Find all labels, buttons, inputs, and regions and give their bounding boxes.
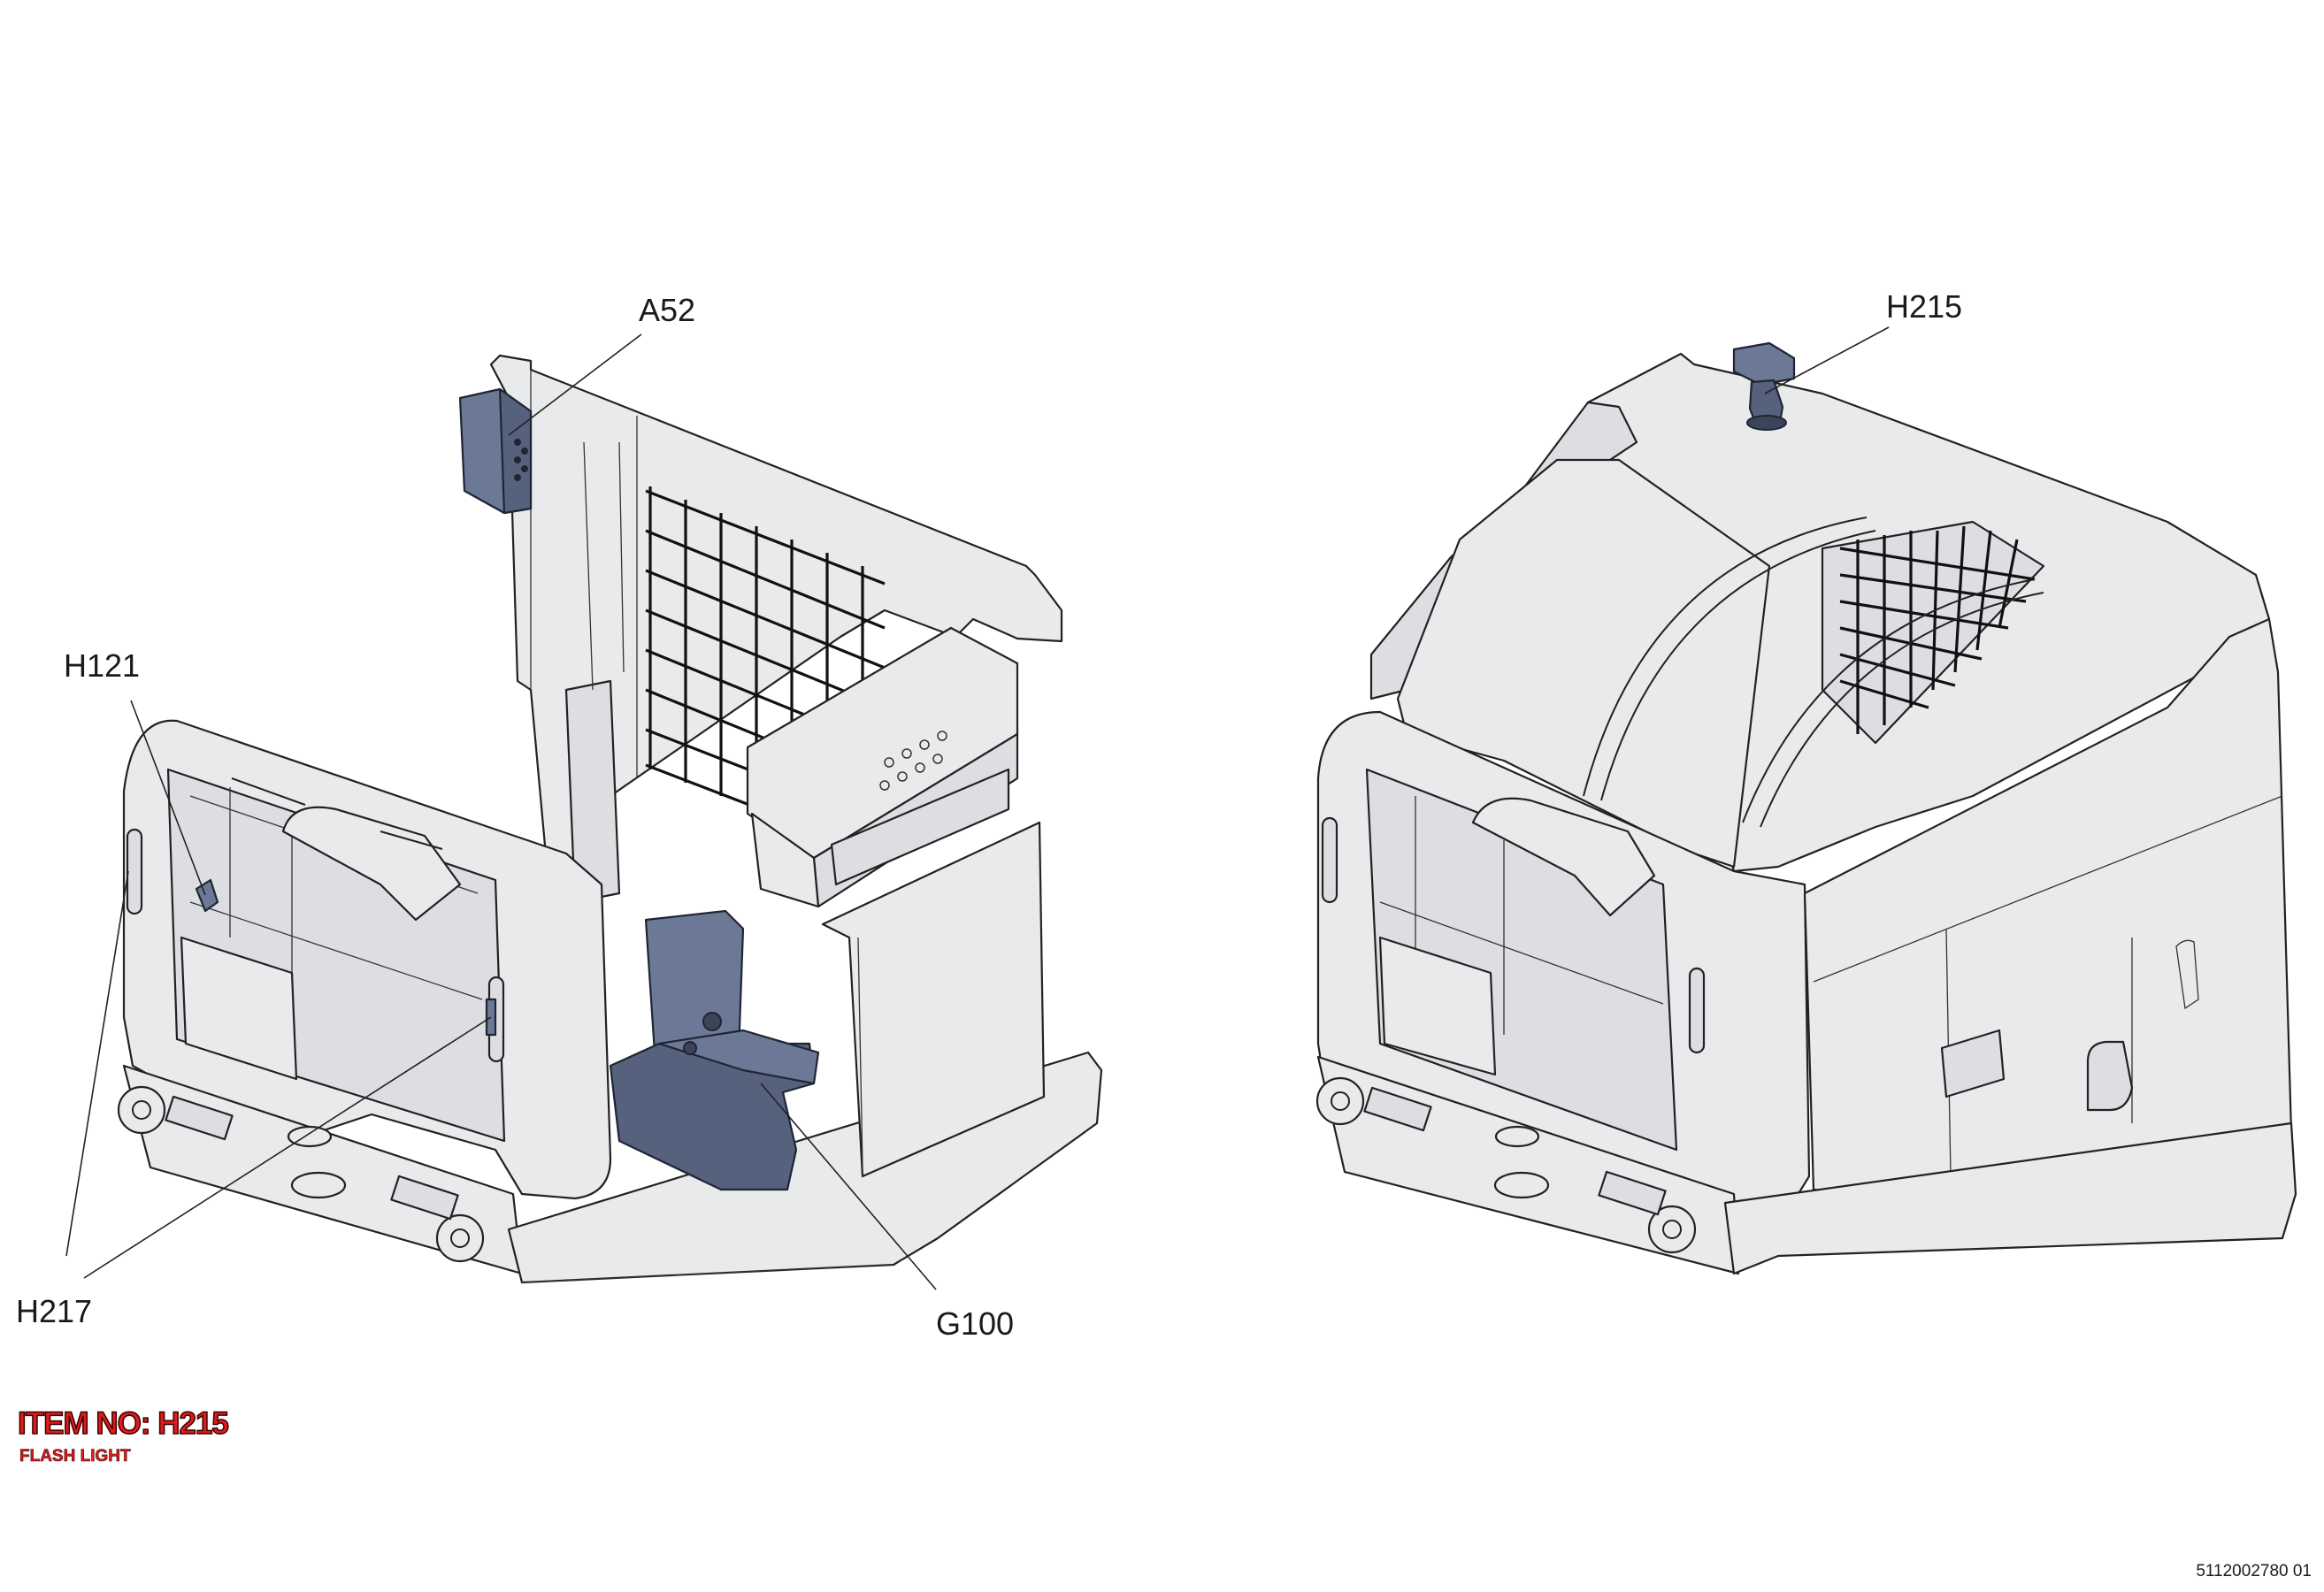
leader-a52	[508, 333, 642, 436]
panel-dots	[879, 731, 947, 791]
right-assembly-covered	[1315, 341, 2297, 1275]
callout-h215: H215	[1886, 288, 1963, 325]
h215-flash-light	[1732, 341, 1796, 431]
item-number-title: ITEM NO: H215	[17, 1405, 229, 1442]
item-description: FLASH LIGHT	[19, 1447, 131, 1466]
leader-h121	[130, 700, 206, 896]
left-assembly-open-frame	[117, 354, 1103, 1284]
wheel-right-front	[1315, 1076, 1697, 1254]
callout-h217: H217	[16, 1293, 93, 1329]
a52-control-box	[458, 387, 533, 515]
callout-a52: A52	[639, 292, 696, 328]
leader-h215	[1764, 326, 1890, 394]
callout-h121: H121	[64, 647, 141, 684]
leader-g100	[760, 1083, 937, 1290]
leader-h217-b	[83, 1016, 492, 1279]
g100-battery	[609, 909, 820, 1191]
leader-h217-a	[65, 870, 129, 1257]
drawing-number: 5112002780 01	[2196, 1562, 2312, 1581]
callout-g100: G100	[936, 1305, 1015, 1342]
wheel-left-front	[117, 1085, 485, 1263]
leader-lines	[65, 326, 1890, 1290]
